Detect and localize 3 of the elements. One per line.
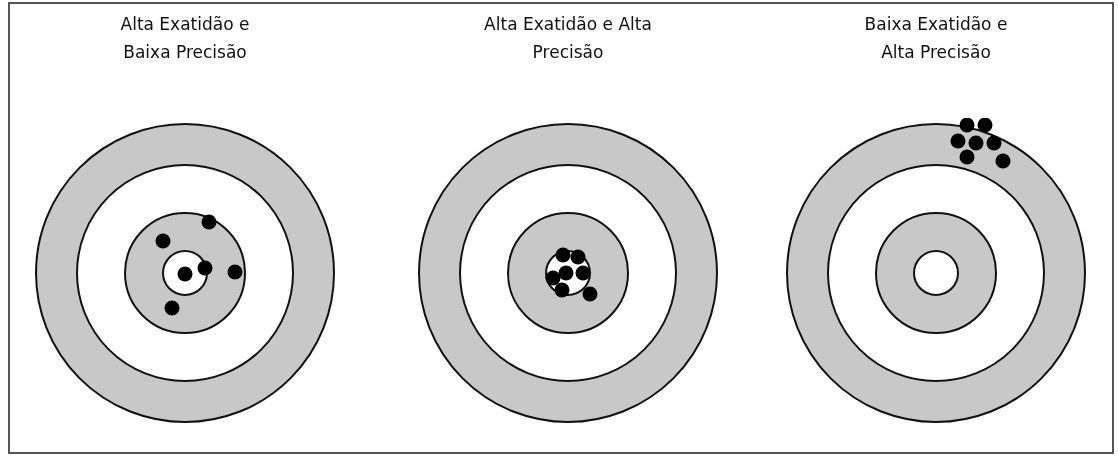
target-heading: Baixa Exatidão e Alta Precisão [863, 13, 1009, 64]
target-heading: Alta Exatidão e Alta Precisão [483, 13, 653, 64]
target-heading: Alta Exatidão e Baixa Precisão [119, 13, 251, 64]
